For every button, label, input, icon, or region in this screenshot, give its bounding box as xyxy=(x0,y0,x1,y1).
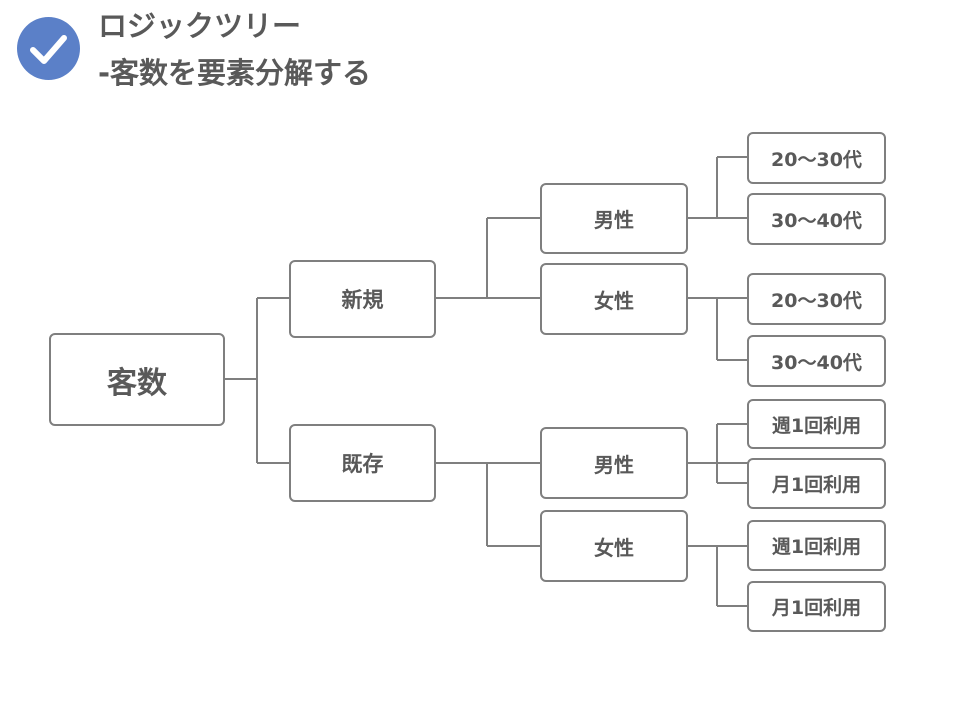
page-subtitle: -客数を要素分解する xyxy=(98,56,372,90)
tree-leaf: 20〜30代 xyxy=(747,132,886,184)
tree-node-existing: 既存 xyxy=(289,424,436,502)
tree-node-new-female: 女性 xyxy=(540,263,688,335)
tree-node-new-male: 男性 xyxy=(540,183,688,254)
page-title: ロジックツリー xyxy=(98,9,302,43)
tree-node-existing-male: 男性 xyxy=(540,427,688,499)
tree-node-root: 客数 xyxy=(49,333,225,426)
tree-leaf: 月1回利用 xyxy=(747,581,886,632)
tree-leaf: 30〜40代 xyxy=(747,193,886,245)
tree-leaf: 20〜30代 xyxy=(747,273,886,325)
tree-leaf: 月1回利用 xyxy=(747,458,886,509)
tree-node-new: 新規 xyxy=(289,260,436,338)
checkmark-circle-icon xyxy=(17,17,80,80)
tree-node-existing-female: 女性 xyxy=(540,510,688,582)
tree-leaf: 週1回利用 xyxy=(747,399,886,449)
tree-leaf: 週1回利用 xyxy=(747,520,886,571)
tree-leaf: 30〜40代 xyxy=(747,335,886,387)
